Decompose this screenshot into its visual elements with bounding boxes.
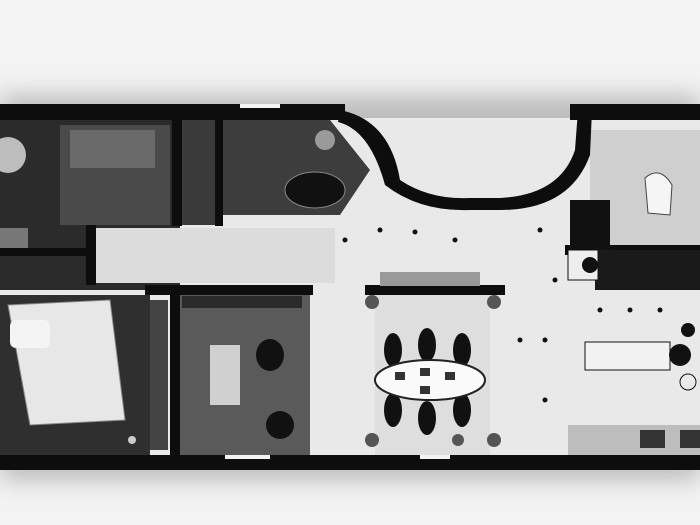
office-chair xyxy=(266,411,294,439)
corridor-floor xyxy=(95,228,335,283)
desk xyxy=(210,345,240,405)
lamp-right xyxy=(582,257,598,273)
wall-office-top xyxy=(145,285,313,295)
side-table xyxy=(644,172,673,216)
fruit-bowl xyxy=(669,344,691,366)
meeting-chairs xyxy=(384,328,471,435)
side-cabinet xyxy=(0,228,28,248)
bathtub xyxy=(284,171,346,209)
stool-2 xyxy=(681,323,695,337)
wall-closet xyxy=(172,118,182,226)
pillow xyxy=(10,320,50,348)
sofa-right xyxy=(595,250,700,290)
cooktop xyxy=(680,430,700,448)
closet-floor xyxy=(180,120,220,225)
shelf xyxy=(182,296,302,308)
credenza xyxy=(380,272,480,286)
wall-lounge xyxy=(0,248,96,256)
ceiling-lights xyxy=(342,227,663,403)
meeting-table xyxy=(374,359,486,401)
windows xyxy=(225,104,450,459)
curved-wall xyxy=(338,110,592,211)
sink-kitchen xyxy=(640,430,665,448)
wall-meeting-top xyxy=(365,285,505,295)
top-wall-left xyxy=(0,104,345,120)
plants xyxy=(365,295,501,447)
wardrobe xyxy=(150,300,168,450)
sofa xyxy=(70,130,155,168)
kitchen-counter xyxy=(568,425,700,455)
wall-bath xyxy=(215,118,223,226)
stool xyxy=(679,373,697,391)
laptops xyxy=(395,368,455,394)
kitchen-island xyxy=(584,341,671,371)
round-table xyxy=(0,137,26,173)
wall-office-left xyxy=(170,295,180,455)
bottom-wall xyxy=(0,455,700,470)
armchair xyxy=(256,339,284,371)
armchair-right xyxy=(570,200,610,250)
lamp xyxy=(128,436,136,444)
sink xyxy=(315,130,335,150)
top-wall-right xyxy=(570,104,700,120)
